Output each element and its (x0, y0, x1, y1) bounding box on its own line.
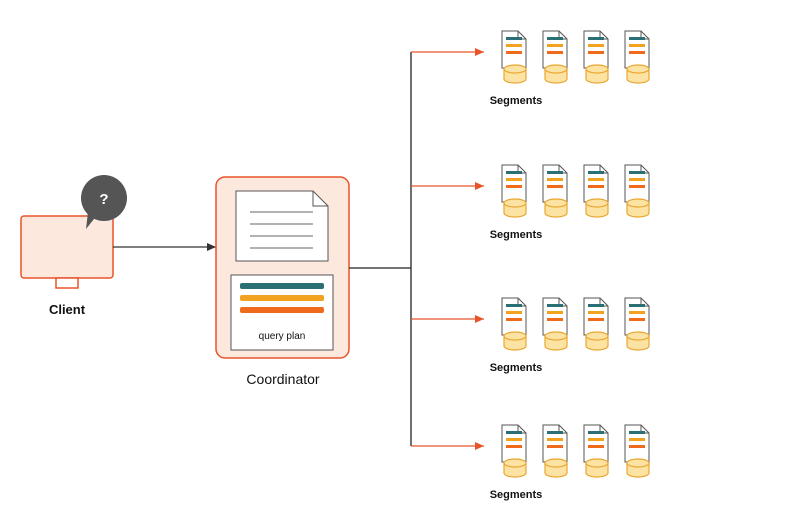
segment-item (501, 164, 527, 218)
segment-group: Segments (411, 297, 650, 374)
segment-item (624, 30, 650, 84)
document-icon (235, 190, 329, 262)
segment-item (624, 424, 650, 478)
monitor-stand (55, 277, 79, 289)
segment-item (542, 424, 568, 478)
segment-item (501, 297, 527, 351)
segment-doc-icon (583, 297, 609, 336)
plan-bar-amber (240, 295, 324, 301)
segment-doc-icon (501, 164, 527, 203)
segment-doc-icon (542, 164, 568, 203)
segment-item (542, 164, 568, 218)
database-icon (503, 458, 527, 478)
segment-doc-icon (501, 30, 527, 69)
database-icon (503, 331, 527, 351)
segment-doc-icon (624, 164, 650, 203)
client-label: Client (49, 302, 86, 317)
database-icon (626, 198, 650, 218)
database-icon (503, 198, 527, 218)
segment-group: Segments (411, 424, 650, 501)
fanout-connector (349, 52, 412, 446)
segments-label: Segments (490, 362, 543, 374)
database-icon (585, 64, 609, 84)
segment-item (624, 164, 650, 218)
coordinator-label: Coordinator (246, 371, 319, 387)
plan-bar-orange (240, 307, 324, 313)
segment-doc-icon (624, 30, 650, 69)
segment-item (583, 424, 609, 478)
segment-doc-icon (624, 297, 650, 336)
segment-doc-icon (624, 424, 650, 463)
segment-item (542, 297, 568, 351)
coordinator-node: query plan Coordinator (215, 176, 350, 387)
monitor-icon (20, 215, 114, 279)
segment-group: Segments (411, 164, 650, 241)
segment-item (583, 30, 609, 84)
segment-doc-icon (542, 297, 568, 336)
segments-label: Segments (490, 489, 543, 501)
database-icon (544, 331, 568, 351)
query-plan-label: query plan (259, 331, 306, 342)
database-icon (544, 198, 568, 218)
database-icon (544, 458, 568, 478)
segment-item (624, 297, 650, 351)
database-icon (544, 64, 568, 84)
database-icon (503, 64, 527, 84)
database-icon (585, 458, 609, 478)
segment-item (583, 297, 609, 351)
segment-doc-icon (501, 297, 527, 336)
segments-label: Segments (490, 229, 543, 241)
segment-doc-icon (542, 424, 568, 463)
segment-doc-icon (542, 30, 568, 69)
segment-doc-icon (501, 424, 527, 463)
plan-bar-teal (240, 283, 324, 289)
database-icon (626, 331, 650, 351)
segment-item (501, 30, 527, 84)
database-icon (585, 331, 609, 351)
query-plan-box: query plan (230, 274, 334, 351)
segment-item (542, 30, 568, 84)
segments-label: Segments (490, 95, 543, 107)
database-icon (626, 458, 650, 478)
client-node: ? Client (20, 175, 127, 317)
segment-doc-icon (583, 30, 609, 69)
database-icon (626, 64, 650, 84)
segment-doc-icon (583, 164, 609, 203)
bubble-question-mark: ? (99, 191, 108, 208)
database-icon (585, 198, 609, 218)
segment-doc-icon (583, 424, 609, 463)
segment-item (501, 424, 527, 478)
question-bubble-icon: ? (81, 175, 127, 229)
segment-group: Segments (411, 30, 650, 107)
segment-item (583, 164, 609, 218)
